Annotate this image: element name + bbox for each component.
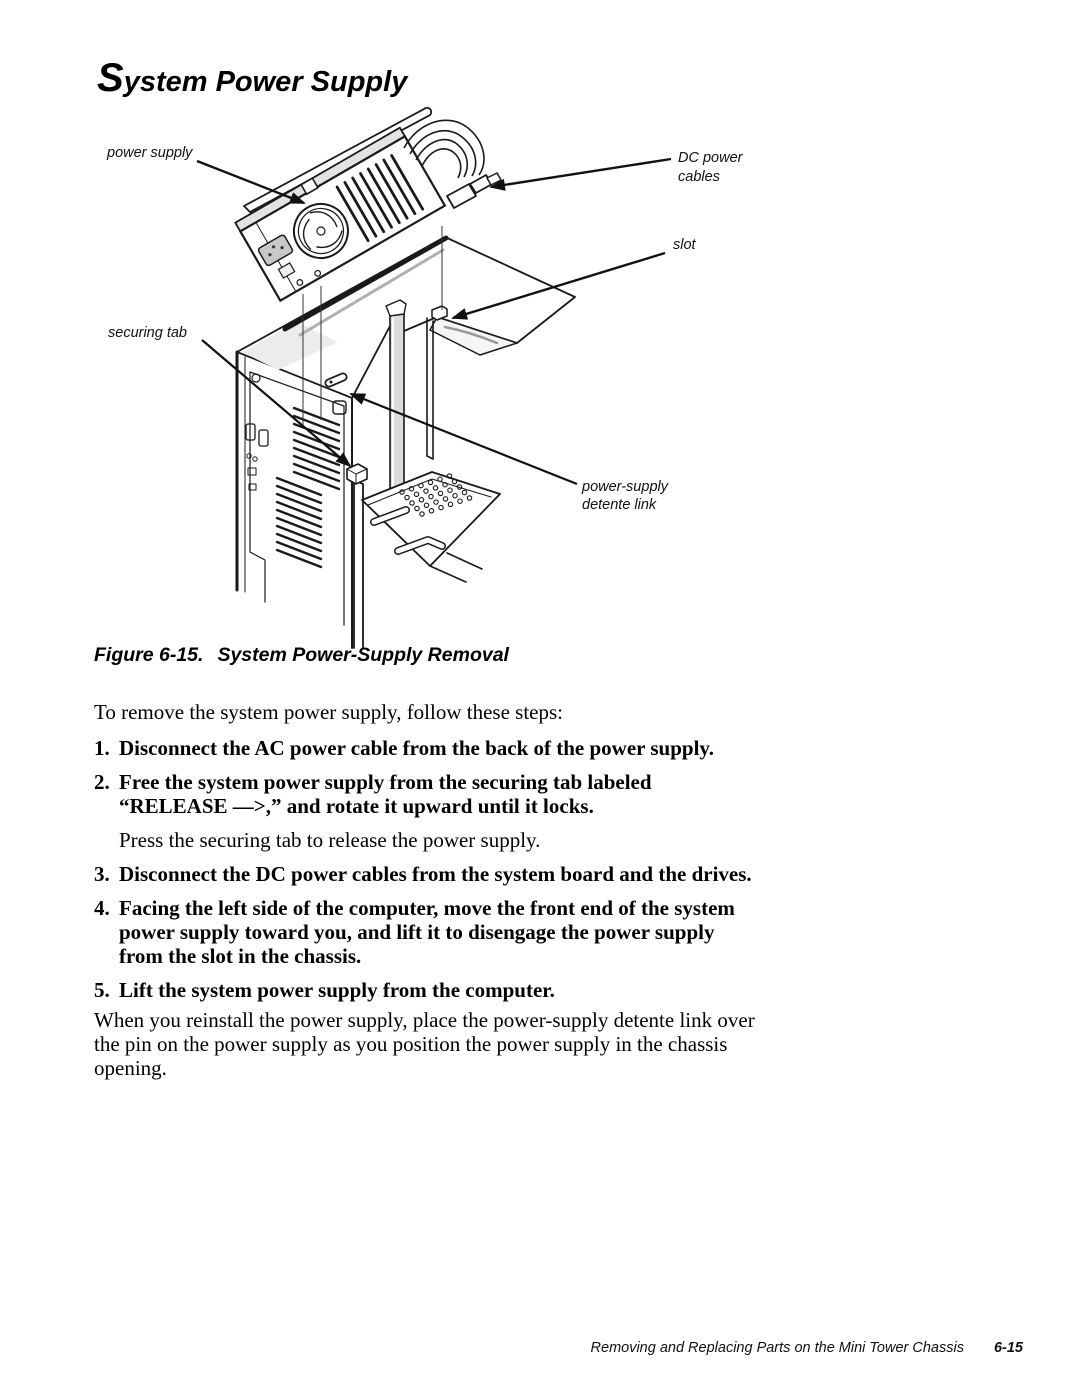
alignment-guide-lines [302,226,443,428]
step-4: 4. Facing the left side of the computer,… [94,896,814,968]
securing-tab-arrow [201,339,352,468]
floor-trailing-edge-2 [446,552,483,570]
step-number: 1. [94,736,110,760]
deck-highlight [298,248,445,337]
step-text: Facing the left side of the computer, mo… [119,896,735,920]
step-number: 2. [94,770,110,794]
io-panel-outline [249,371,345,626]
dsub-connector-1 [245,423,256,441]
bay-right-rail [426,317,434,460]
closing-line: opening. [94,1056,167,1080]
detente-link-arrow [349,392,578,486]
label-securing-tab: securing tab [108,325,187,341]
cable-connector-1 [446,183,477,209]
step-number: 3. [94,862,110,886]
psu-vent-slats [335,154,425,243]
power-supply-unit [234,126,447,303]
step-text: “RELEASE —>,” and rotate it upward until… [119,794,594,818]
figure-callouts: power supply DC power cables slot securi… [106,145,744,513]
voltage-switch [277,262,296,279]
deck-flap-shade [443,325,499,345]
chassis-keyhole [251,373,261,383]
figure-caption-label: Figure 6-15. [94,644,204,666]
label-dc-power-line2: cables [678,169,720,185]
psu-screw-1 [296,279,304,286]
step-2-note: Press the securing tab to release the po… [119,828,541,852]
deck-left-shading [242,322,338,370]
port-icon-3 [247,467,257,476]
port-icon-1 [246,453,252,459]
bay-left-rail [353,479,364,649]
step-2: 2. Free the system power supply from the… [94,770,814,818]
bay-column-cap [385,299,407,317]
footer-page-number: 6-15 [993,1340,1023,1356]
page-title: System Power Supply [97,58,407,98]
step-number: 4. [94,896,110,920]
figure-caption: Figure 6-15. System Power-Supply Removal [94,644,509,667]
step-text: Lift the system power supply from the co… [119,978,555,1002]
floor-slots [370,506,446,555]
vent-block-lower [275,476,323,569]
psu-fan [292,203,349,259]
slot-arrow [451,251,666,320]
dc-power-arrow [489,157,672,191]
step-1: 1. Disconnect the AC power cable from th… [94,736,814,760]
ac-power-inlet [257,234,294,267]
step-text: Free the system power supply from the se… [119,770,652,794]
label-detente-line2: detente link [582,497,657,513]
label-detente-line1: power-supply [581,479,669,495]
title-text: ystem Power Supply [123,66,408,98]
footer-chapter-title: Removing and Replacing Parts on the Mini… [590,1340,964,1356]
chassis-back-top-edge [282,235,449,332]
floor-trailing-edge-1 [429,565,467,583]
hinge-rod [242,106,433,214]
port-icon-2 [252,456,258,462]
closing-line: When you reinstall the power supply, pla… [94,1008,755,1032]
port-icon-4 [248,483,257,491]
title-initial-cap: S [97,56,124,100]
intro-paragraph: To remove the system power supply, follo… [94,700,564,724]
detente-pin [324,372,348,388]
step-text: Disconnect the DC power cables from the … [119,862,752,886]
figure-caption-title: System Power-Supply Removal [217,644,509,666]
step-number: 5. [94,978,110,1002]
vent-block-upper [292,406,341,491]
securing-tab-part [346,463,368,485]
floor-perforations [399,473,473,517]
dsub-connector-2 [258,429,269,447]
label-power-supply: power supply [106,145,193,161]
dc-power-cables [403,119,502,209]
figure-drawing: power supply DC power cables slot securi… [106,106,744,649]
steps-list: 1. Disconnect the AC power cable from th… [94,736,814,1012]
step-3: 3. Disconnect the DC power cables from t… [94,862,814,886]
closing-paragraph: When you reinstall the power supply, pla… [94,1008,755,1080]
psu-screw-2 [314,269,322,277]
page-footer: Removing and Replacing Parts on the Mini… [591,1340,1023,1356]
label-slot: slot [673,237,697,253]
power-supply-arrow [196,159,306,205]
psu-top-notch [300,177,319,196]
step-text: from the slot in the chassis. [119,944,362,968]
step-text: Disconnect the AC power cable from the b… [119,736,714,760]
square-vent-hole [332,400,347,415]
step-5: 5. Lift the system power supply from the… [94,978,814,1002]
closing-line: the pin on the power supply as you posit… [94,1032,728,1056]
step-text: power supply toward you, and lift it to … [119,920,715,944]
chassis [235,235,576,649]
label-dc-power-line1: DC power [678,150,744,166]
